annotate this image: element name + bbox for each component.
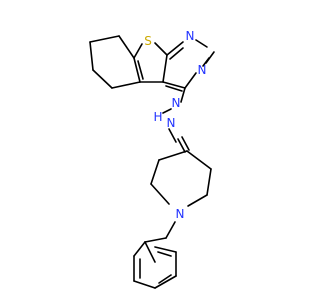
thiophene-ring xyxy=(133,42,168,83)
pyrimidine-nitrogen-top-label: N xyxy=(186,29,195,43)
hydrazone-nitrogen-label: N xyxy=(167,116,176,130)
pyrimidine-ring xyxy=(162,39,215,92)
pyrimidine-nitrogen-right-label: N xyxy=(198,63,207,77)
piperidine-nitrogen-label: N xyxy=(176,207,185,221)
hydrazone-linkage xyxy=(162,87,190,153)
piperidine-ring xyxy=(150,150,212,207)
cyclohexane-ring xyxy=(89,35,141,89)
amine-hydrogen-label: H xyxy=(153,110,162,124)
benzyl-group xyxy=(133,221,177,289)
sulfur-atom-label: S xyxy=(144,34,152,48)
molecule-structure-diagram: S N N N H N N xyxy=(89,29,215,289)
amine-nitrogen-label: N xyxy=(172,96,181,110)
